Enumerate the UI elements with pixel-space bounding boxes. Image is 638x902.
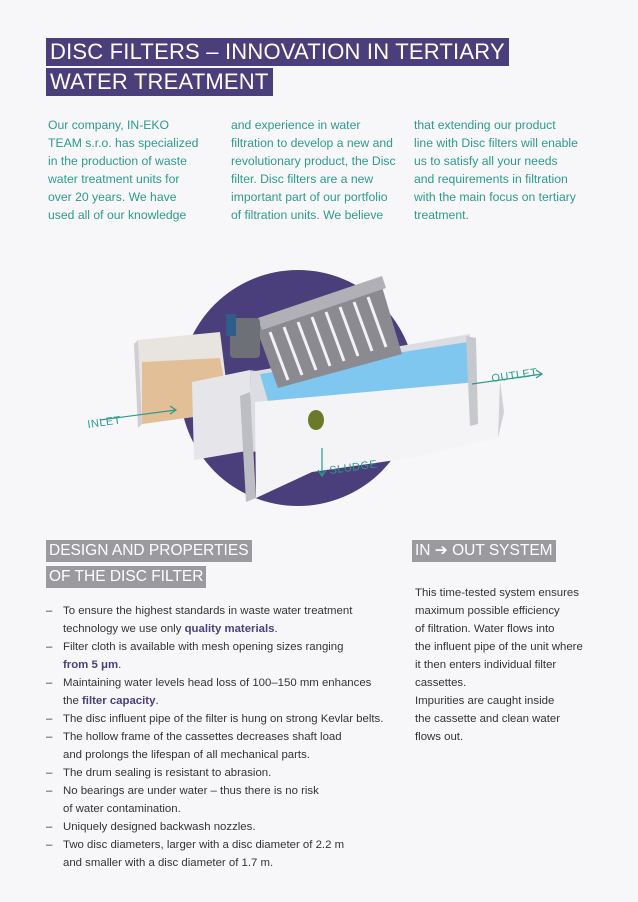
- highlight-mesh-size: from 5 μm: [63, 659, 119, 671]
- list-item: – The drum sealing is resistant to abras…: [46, 767, 272, 779]
- front-wall: [255, 380, 504, 498]
- page-title-line-1: DISC FILTERS – INNOVATION IN TERTIARY: [46, 38, 509, 66]
- highlight-quality-materials: quality materials: [184, 623, 275, 635]
- properties-list: – To ensure the highest standards in was…: [46, 602, 396, 872]
- inlet-arrow: [99, 409, 177, 421]
- system-line: it then enters individual filter: [415, 659, 557, 671]
- system-line: the influent pipe of the unit where: [415, 641, 583, 653]
- intro-column-1: Our company, IN-EKO TEAM s.r.o. has spec…: [48, 116, 218, 224]
- intro-column-3: that extending our product line with Dis…: [414, 116, 584, 224]
- list-item: – Maintaining water levels head loss of …: [46, 677, 372, 707]
- system-line: flows out.: [415, 731, 464, 743]
- intro-line: over 20 years. We have: [48, 190, 177, 204]
- intro-line: with the main focus on tertiary: [414, 190, 576, 204]
- list-item: – Two disc diameters, larger with a disc…: [46, 839, 345, 869]
- intro-column-2: and experience in water filtration to de…: [231, 116, 401, 224]
- system-heading: IN ➔ OUT SYSTEM: [412, 540, 556, 562]
- list-item: – No bearings are under water – thus the…: [46, 785, 319, 815]
- intro-line: us to satisfy all your needs: [414, 154, 558, 168]
- design-heading-line-1: DESIGN AND PROPERTIES: [46, 540, 252, 562]
- disc-filter-illustration: INLET OUTLET SLUDGE: [87, 270, 544, 506]
- intro-line: important part of our portfolio: [231, 190, 388, 204]
- system-description: This time-tested system ensures maximum …: [415, 584, 600, 746]
- list-item: – The disc influent pipe of the filter i…: [46, 713, 384, 725]
- system-line: cassettes.: [415, 677, 467, 689]
- intro-line: water treatment units for: [48, 172, 180, 186]
- system-line: the cassette and clean water: [415, 713, 561, 725]
- intro-line: treatment.: [414, 208, 469, 222]
- intro-line: and requirements in filtration: [414, 172, 568, 186]
- outlet-label: OUTLET: [491, 367, 539, 385]
- inlet-label: INLET: [87, 414, 122, 431]
- page-title-line-2: WATER TREATMENT: [46, 68, 273, 96]
- list-item: – Uniquely designed backwash nozzles.: [46, 821, 256, 833]
- system-line: of filtration. Water flows into: [415, 623, 555, 635]
- design-heading-line-2: OF THE DISC FILTER: [46, 566, 207, 588]
- intro-line: revolutionary product, the Disc: [231, 154, 396, 168]
- list-item: – To ensure the highest standards in was…: [46, 605, 353, 635]
- intro-line: used all of our knowledge: [48, 208, 187, 222]
- intro-line: and experience in water: [231, 118, 361, 132]
- system-line: This time-tested system ensures: [415, 587, 579, 599]
- intro-line: filtration to develop a new and: [231, 136, 393, 150]
- disc-drum: [226, 276, 402, 388]
- highlight-filter-capacity: filter capacity: [82, 695, 156, 707]
- intro-line: filter. Disc filters are a new: [231, 172, 374, 186]
- list-item: – Filter cloth is available with mesh op…: [46, 641, 344, 671]
- intro-line: TEAM s.r.o. has specialized: [48, 136, 199, 150]
- intro-line: Our company, IN-EKO: [48, 118, 170, 132]
- outlet-arrow: [471, 373, 543, 385]
- system-line: Impurities are caught inside: [415, 695, 555, 707]
- list-item: – The hollow frame of the cassettes decr…: [46, 731, 342, 761]
- system-line: maximum possible efficiency: [415, 605, 560, 617]
- sludge-pipe: [308, 410, 324, 430]
- intro-line: line with Disc filters will enable: [414, 136, 578, 150]
- intro-line: of filtration units. We believe: [231, 208, 384, 222]
- intro-line: in the production of waste: [48, 154, 187, 168]
- intro-line: that extending our product: [414, 118, 556, 132]
